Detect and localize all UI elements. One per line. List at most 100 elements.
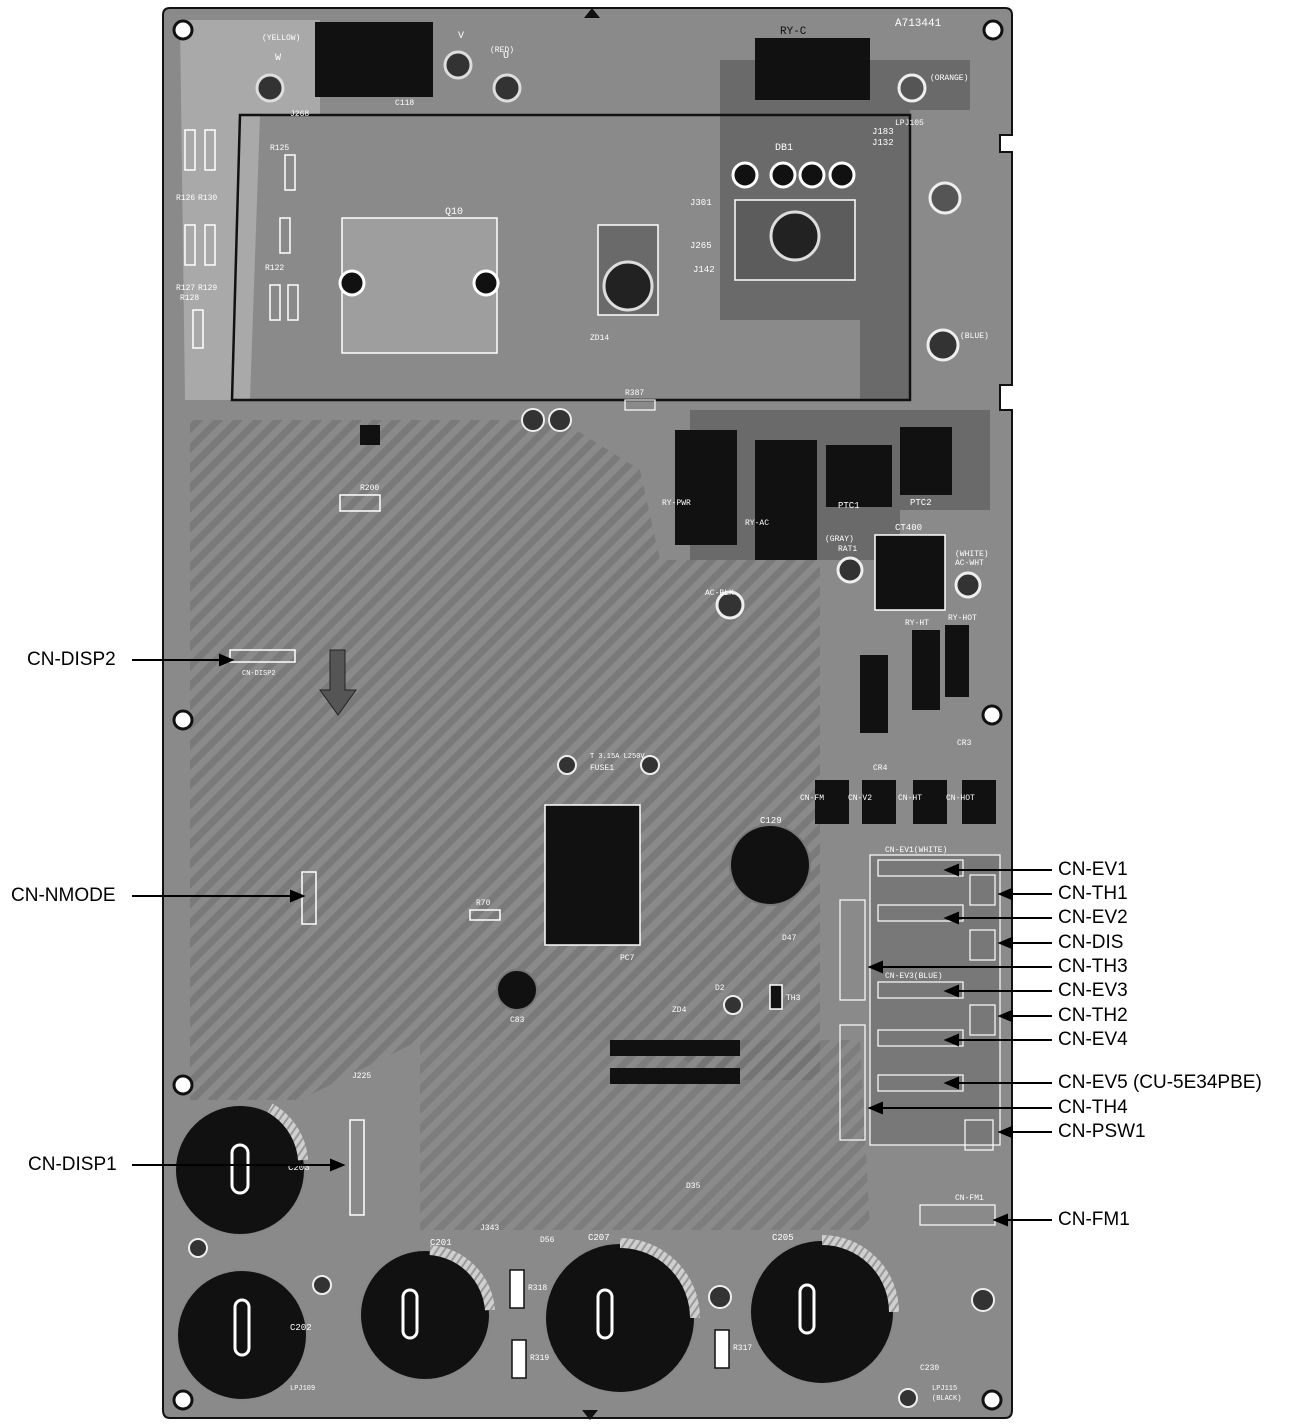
d56-label: D56 (540, 1236, 555, 1245)
cr3-label: CR3 (957, 739, 972, 748)
fuse-rating-label: T 3.15A L250V (590, 753, 645, 761)
r129-label: R129 (198, 284, 217, 293)
j225-label: J225 (352, 1072, 371, 1081)
c118-label: C118 (395, 99, 414, 108)
cn-fm1-label: CN-FM1 (955, 1194, 984, 1203)
r319-label: R319 (530, 1354, 549, 1363)
d35-label: D35 (686, 1182, 701, 1191)
ry-pwr-label: RY-PWR (662, 499, 691, 508)
cr4-label: CR4 (873, 764, 888, 773)
c83-label: C83 (510, 1016, 525, 1025)
orientation-marker-top (584, 8, 600, 18)
c230-label: C230 (920, 1364, 939, 1373)
d47-label: D47 (782, 934, 797, 943)
r125-label: R125 (270, 144, 289, 153)
ac-wht-label: AC-WHT (955, 559, 984, 568)
gray-label: (GRAY) (825, 535, 854, 544)
j132-label: J132 (872, 138, 894, 148)
j183-label: J183 (872, 127, 894, 137)
callout-cn-ev3: CN-EV3 (1058, 980, 1128, 1001)
j301-label: J301 (690, 198, 712, 208)
r130-label: R130 (198, 194, 217, 203)
r70-label: R70 (476, 899, 491, 908)
callout-cn-ev5: CN-EV5 (CU-5E34PBE) (1058, 1072, 1262, 1093)
white-label: (WHITE) (955, 550, 989, 559)
ptc1-label: PTC1 (838, 501, 860, 511)
db1-label: DB1 (775, 143, 793, 154)
board-id: A713441 (895, 18, 942, 30)
callout-cn-fm1: CN-FM1 (1058, 1209, 1130, 1230)
lpj105-label: LPJ105 (895, 119, 924, 128)
orange-label: (ORANGE) (930, 74, 968, 83)
output-connectors: CN-FM CN-V2 CN-HT CN-HOT (800, 780, 996, 824)
cn-disp2-silk: CN-DISP2 (242, 670, 276, 678)
callout-cn-psw1: CN-PSW1 (1058, 1121, 1146, 1142)
r122-label: R122 (265, 264, 284, 273)
ct400-label: CT400 (895, 523, 922, 533)
callout-cn-th3: CN-TH3 (1058, 956, 1128, 977)
fuse1-label: FUSE1 (590, 764, 614, 773)
red-label: (RED) (490, 46, 514, 55)
c207-label: C207 (588, 1233, 610, 1243)
relays: PTC1 PTC2 RY-AC RY-PWR CT400 RAT1 (GRAY)… (662, 427, 989, 773)
c202-label: C202 (290, 1323, 312, 1333)
r318-label: R318 (528, 1284, 547, 1293)
callout-cn-nmode: CN-NMODE (11, 885, 116, 906)
r387-label: R387 (625, 389, 644, 398)
d2-label: D2 (715, 984, 725, 993)
pc7-label: PC7 (620, 954, 635, 963)
r127-label: R127 (176, 284, 195, 293)
callout-cn-th4: CN-TH4 (1058, 1097, 1128, 1118)
zd4-label: ZD4 (672, 1006, 687, 1015)
yellow-label: (YELLOW) (262, 34, 300, 43)
ry-ht-label: RY-HT (905, 619, 929, 628)
cn-ev3-blue-label: CN-EV3(BLUE) (885, 972, 943, 981)
rat1-label: RAT1 (838, 545, 857, 554)
callout-cn-ev1: CN-EV1 (1058, 859, 1128, 880)
j268-label: J268 (290, 110, 309, 119)
j142-label: J142 (693, 265, 715, 275)
ry-c-label: RY-C (780, 26, 807, 38)
mounting-holes (172, 19, 1004, 1411)
ry-hot-label: RY-HOT (948, 614, 977, 623)
w-label: W (275, 53, 281, 64)
callout-cn-th2: CN-TH2 (1058, 1005, 1128, 1026)
callout-cn-ev4: CN-EV4 (1058, 1029, 1128, 1050)
lpj115-label: LPJ115 (932, 1385, 957, 1393)
zd14-label: ZD14 (590, 334, 609, 343)
ic-area: PC7 FUSE1 T 3.15A L250V C129 C83 D2 ZD4 … (229, 99, 811, 1233)
ptc2-label: PTC2 (910, 498, 932, 508)
terminal-posts: U V W LPJ105 (ORANGE) (BLUE) (RED) (YELL… (255, 31, 989, 362)
orientation-marker-bottom (582, 1410, 598, 1420)
r317-label: R317 (733, 1344, 752, 1353)
j265-label: J265 (690, 241, 712, 251)
callout-leaders (132, 653, 1052, 1227)
bulk-capacitors: C202 C201 C207 C205 C203 R318 R319 R317 … (174, 1103, 995, 1408)
th3-label: TH3 (786, 994, 801, 1003)
c205-label: C205 (772, 1233, 794, 1243)
cn-fm-label: CN-FM (800, 794, 824, 803)
trace-region (190, 420, 870, 1230)
callout-cn-disp2: CN-DISP2 (27, 649, 116, 670)
callout-cn-dis: CN-DIS (1058, 932, 1124, 953)
ipm-module: RY-C Q10 (315, 22, 870, 354)
ev-th-connector-block: CN-EV1(WHITE) CN-EV3(BLUE) CN-FM1 (839, 846, 1001, 1226)
callout-cn-disp1: CN-DISP1 (28, 1154, 117, 1175)
callout-cn-th1: CN-TH1 (1058, 883, 1128, 904)
c201-label: C201 (430, 1238, 452, 1248)
black-label: (BLACK) (932, 1395, 961, 1403)
q10-label: Q10 (445, 207, 463, 218)
cn-hot-label: CN-HOT (946, 794, 975, 803)
cn-v2-label: CN-V2 (848, 794, 872, 803)
bridge-rectifier: DB1 J301 J265 J142 J183 J132 (597, 127, 894, 316)
cn-ht-label: CN-HT (898, 794, 922, 803)
r200-label: R200 (360, 484, 379, 493)
c203-label: C203 (288, 1163, 310, 1173)
lpj109-label: LPJ109 (290, 1385, 315, 1393)
r126-label: R126 (176, 194, 195, 203)
c129-label: C129 (760, 816, 782, 826)
r128-label: R128 (180, 294, 199, 303)
j343-label: J343 (480, 1224, 499, 1233)
callout-cn-ev2: CN-EV2 (1058, 907, 1128, 928)
